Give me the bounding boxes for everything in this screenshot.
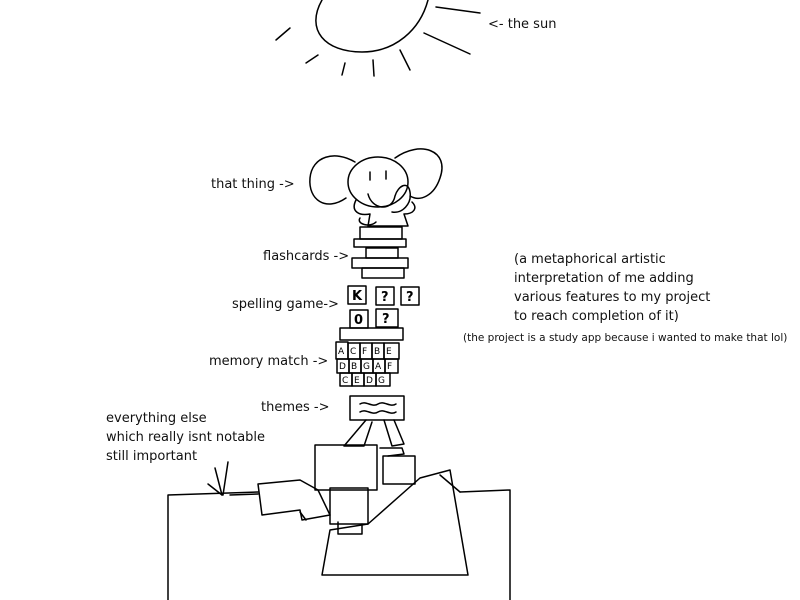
- memory-tile: G: [378, 376, 385, 386]
- that-thing-label: that thing ->: [211, 177, 295, 192]
- everything-else-line: which really isnt notable: [106, 430, 266, 445]
- creature-icon: [309, 148, 443, 227]
- everything-else-line: still important: [106, 449, 198, 464]
- memory-tile: F: [362, 347, 367, 357]
- note-line: (a metaphorical artistic: [514, 252, 666, 267]
- flashcards-icon: [351, 226, 409, 279]
- memory-tile: C: [350, 347, 356, 357]
- memory-tile: D: [366, 376, 373, 386]
- memory-tile: E: [354, 376, 360, 386]
- spelling-tile: ?: [382, 312, 390, 327]
- sun-label: <- the sun: [488, 17, 557, 32]
- memory-tile: E: [386, 347, 392, 357]
- sun-icon: [275, 0, 481, 77]
- spelling-game-icon: K ? ? 0 ?: [347, 285, 420, 329]
- note-line: to reach completion of it): [514, 309, 679, 324]
- spelling-tile: K: [352, 289, 363, 304]
- flashcards-label: flashcards ->: [263, 249, 350, 264]
- memory-tile: C: [342, 376, 348, 386]
- spelling-tile: ?: [381, 290, 389, 305]
- memory-tile: D: [339, 362, 346, 372]
- memory-match-icon: A C F B E D B G A F C E D G: [335, 327, 404, 387]
- memory-tile: G: [363, 362, 370, 372]
- memory-tile: A: [375, 362, 382, 372]
- note-line: various features to my project: [514, 290, 711, 305]
- spelling-tile: ?: [406, 290, 414, 305]
- spelling-tile: 0: [354, 313, 363, 328]
- everything-else-line: everything else: [106, 411, 207, 426]
- spelling-game-label: spelling game->: [232, 297, 339, 312]
- themes-label: themes ->: [261, 400, 330, 415]
- memory-tile: B: [351, 362, 357, 372]
- memory-tile: A: [338, 347, 345, 357]
- memory-tile: B: [374, 347, 380, 357]
- themes-icon: [343, 395, 405, 447]
- memory-tile: F: [387, 362, 392, 372]
- footnote: (the project is a study app because i wa…: [463, 332, 788, 344]
- misc-features-icon: [207, 444, 416, 535]
- memory-match-label: memory match ->: [209, 354, 329, 369]
- ground-platform: [167, 469, 511, 600]
- note-line: interpretation of me adding: [514, 271, 694, 286]
